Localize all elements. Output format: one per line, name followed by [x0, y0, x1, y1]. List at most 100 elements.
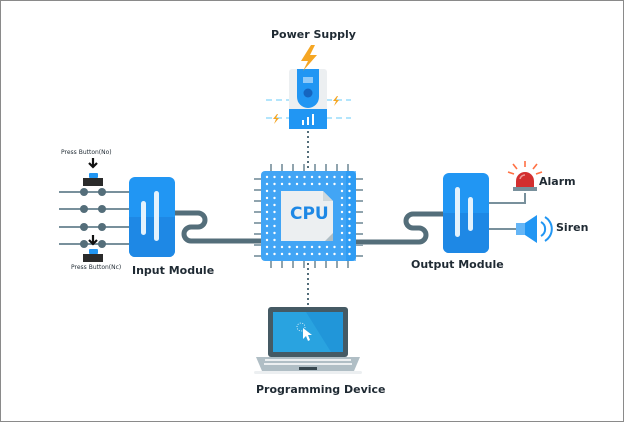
push-button-nc-icon [83, 235, 103, 262]
cpu-dot [295, 175, 299, 179]
cpu-dot [333, 245, 336, 249]
cpu-dot [340, 210, 344, 214]
cpu-dot [265, 238, 269, 242]
cpu-dot [265, 210, 269, 214]
cpu-dot [348, 189, 351, 193]
cpu-dot [340, 238, 344, 242]
cpu-dot [295, 245, 299, 249]
cpu-dot [280, 182, 284, 186]
push-button-no-icon [83, 158, 103, 186]
input-module-icon [129, 177, 175, 257]
cpu-dot [288, 182, 291, 186]
cpu-dot [273, 189, 276, 193]
cpu-dot [348, 217, 351, 221]
programming-device-label: Programming Device [256, 383, 386, 396]
input-cable [170, 210, 266, 244]
cpu-dot [273, 203, 276, 207]
cpu-dot [348, 175, 351, 179]
cpu-dot [303, 252, 306, 256]
cpu-dot [348, 245, 351, 249]
cpu-dot [295, 182, 299, 186]
cpu-dot [310, 252, 314, 256]
output-module-icon [443, 173, 489, 253]
cpu-dot [318, 252, 321, 256]
cpu-dot [288, 245, 291, 249]
cpu-dot [280, 245, 284, 249]
cpu-dot [318, 175, 321, 179]
cpu-dot [265, 182, 269, 186]
cpu-dot [310, 245, 314, 249]
cpu-dot [288, 252, 291, 256]
cpu-label: CPU [290, 204, 329, 224]
cpu-dot [348, 203, 351, 207]
cpu-dot [310, 182, 314, 186]
output-wires [489, 193, 526, 230]
cpu-dot [348, 210, 351, 214]
cpu-dot [340, 252, 344, 256]
cpu-dot [348, 196, 351, 200]
cpu-dot [348, 252, 351, 256]
cpu-dot [348, 238, 351, 242]
output-cable [353, 211, 446, 245]
cpu-chip-icon [254, 164, 363, 268]
cpu-dot [333, 175, 336, 179]
cpu-dot [325, 182, 329, 186]
cpu-dot [273, 210, 276, 214]
power-supply-icon [266, 69, 351, 129]
cpu-dot [340, 245, 344, 249]
cpu-dot [340, 189, 344, 193]
cpu-dot [273, 175, 276, 179]
cpu-dot [318, 182, 321, 186]
cpu-dot [273, 182, 276, 186]
press-button-no-label: Press Button(No) [61, 149, 112, 156]
cpu-dot [273, 252, 276, 256]
input-module-label: Input Module [132, 264, 215, 277]
cpu-dot [273, 217, 276, 221]
cpu-dot [340, 203, 344, 207]
cpu-dot [348, 182, 351, 186]
cpu-dot [348, 231, 351, 235]
cpu-dot [333, 182, 336, 186]
cpu-dot [280, 175, 284, 179]
cpu-dot [273, 238, 276, 242]
cpu-dot [340, 182, 344, 186]
cpu-dot [265, 217, 269, 221]
cpu-dot [295, 252, 299, 256]
cpu-dot [348, 224, 351, 228]
cpu-dot [265, 224, 269, 228]
cpu-dot [273, 231, 276, 235]
cpu-dot [265, 252, 269, 256]
cpu-dot [280, 252, 284, 256]
cpu-dot [265, 175, 269, 179]
cpu-dot [265, 231, 269, 235]
cpu-dot [265, 189, 269, 193]
cpu-dot [303, 182, 306, 186]
speaker-siren-icon [516, 215, 553, 243]
cpu-dot [325, 245, 329, 249]
press-button-nc-label: Press Button(Nc) [71, 264, 122, 271]
input-contacts [59, 188, 129, 248]
siren-label: Siren [556, 221, 589, 234]
cpu-dot [325, 252, 329, 256]
power-supply-label: Power Supply [271, 28, 356, 41]
cpu-dot [265, 203, 269, 207]
cpu-dot [273, 196, 276, 200]
cpu-dot [318, 245, 321, 249]
cpu-dot [265, 245, 269, 249]
cpu-dot [265, 196, 269, 200]
cpu-dot [273, 245, 276, 249]
cpu-dot [340, 231, 344, 235]
cpu-dot [340, 224, 344, 228]
cpu-dot [333, 252, 336, 256]
output-module-label: Output Module [411, 258, 504, 271]
cpu-dot [340, 175, 344, 179]
cpu-dot [325, 175, 329, 179]
cpu-dot [340, 196, 344, 200]
cpu-dot [273, 224, 276, 228]
cpu-dot [310, 175, 314, 179]
cpu-dot [303, 245, 306, 249]
lightning-bolt-icon [273, 45, 339, 124]
alarm-label: Alarm [539, 175, 576, 188]
